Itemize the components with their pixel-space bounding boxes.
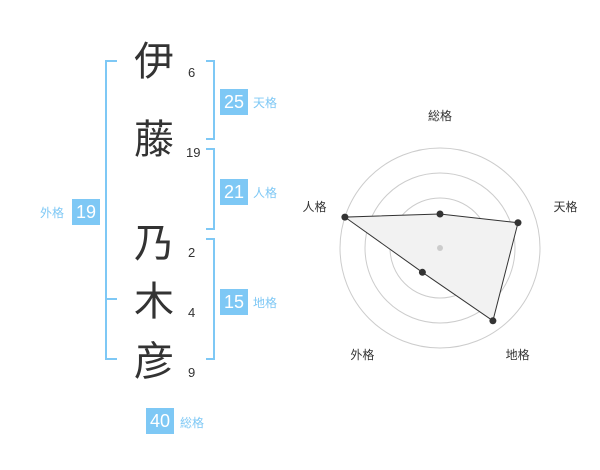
soukaku-badge: 40 [146, 408, 174, 434]
stroke-count-3: 2 [188, 245, 196, 260]
name-char-2: 藤 [134, 117, 174, 163]
tenkaku-bracket-side [213, 60, 215, 140]
jinkaku-bracket-bottom [206, 228, 215, 230]
gaikaku-bracket-bottom [105, 358, 117, 360]
jinkaku-badge: 21 [220, 179, 248, 205]
radar-axis-label-5: 人格 [302, 199, 326, 214]
radar-point-1 [436, 210, 444, 218]
name-char-4: 木 [134, 279, 174, 325]
tenkaku-bracket-top [206, 60, 215, 62]
stroke-count-1: 6 [188, 65, 196, 80]
tenkaku-badge: 25 [220, 89, 248, 115]
tenkaku-label: 天格 [253, 96, 278, 110]
gaikaku-label: 外格 [40, 206, 65, 220]
radar-ring-4 [339, 147, 541, 349]
radar-axis-label-3: 地格 [506, 347, 530, 362]
radar-center [437, 245, 443, 251]
stroke-count-2: 19 [186, 145, 201, 160]
chikaku-label: 地格 [253, 296, 278, 310]
radar-axis-label-4: 外格 [350, 347, 374, 362]
chikaku-bracket-bottom [206, 358, 215, 360]
stroke-count-4: 4 [188, 305, 196, 320]
gaikaku-bracket-side [105, 60, 107, 360]
chikaku-bracket-top [206, 238, 215, 240]
gaikaku-bracket-top [105, 60, 117, 62]
radar-ring-3 [364, 172, 516, 324]
jinkaku-bracket-top [206, 148, 215, 150]
chikaku-badge: 15 [220, 289, 248, 315]
stroke-count-5: 9 [188, 365, 196, 380]
jinkaku-label: 人格 [253, 186, 278, 200]
soukaku-label: 総格 [180, 416, 205, 430]
name-char-3: 乃 [134, 221, 174, 267]
gaikaku-bracket-mid [105, 298, 117, 300]
chikaku-bracket-side [213, 238, 215, 360]
radar-polygon [343, 213, 519, 322]
radar-point-5 [341, 213, 349, 221]
radar-axis-label-2: 天格 [553, 199, 577, 214]
jinkaku-bracket-side [213, 148, 215, 230]
name-char-5: 彦 [134, 339, 174, 385]
radar-axis-label-1: 総格 [428, 108, 452, 123]
radar-point-3 [489, 317, 497, 325]
radar-point-2 [514, 219, 522, 227]
radar-point-4 [418, 268, 426, 276]
gaikaku-badge: 19 [72, 199, 100, 225]
name-char-1: 伊 [134, 39, 174, 85]
tenkaku-bracket-bottom [206, 138, 215, 140]
